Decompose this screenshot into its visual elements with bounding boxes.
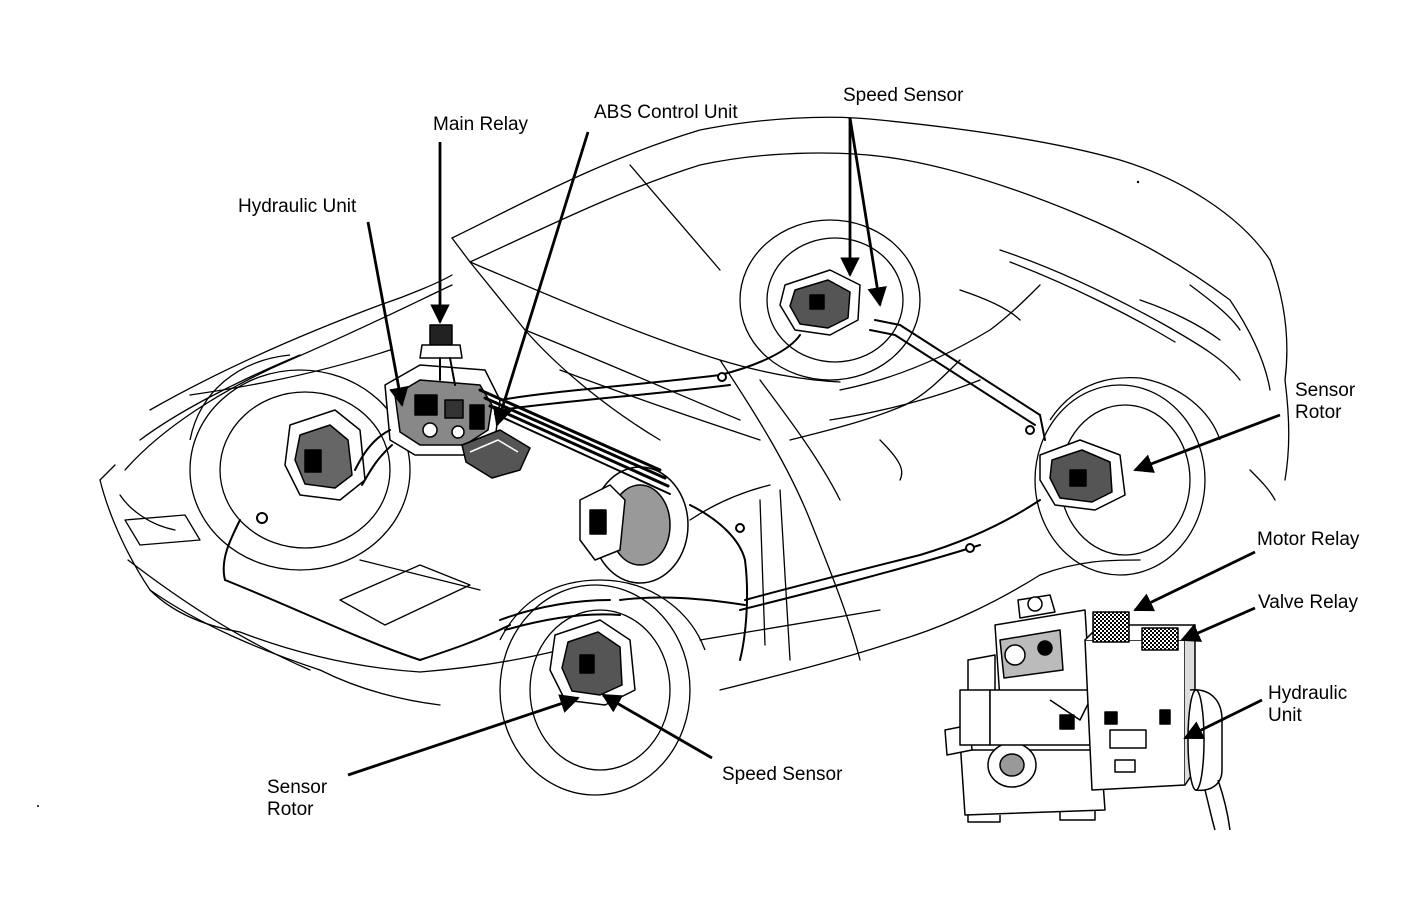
label-hydraulic-unit-inset-line1: Hydraulic bbox=[1268, 683, 1348, 704]
label-hydraulic-unit: Hydraulic Unit bbox=[238, 196, 356, 218]
hydraulic-unit-in-car bbox=[384, 364, 501, 456]
front-left-caliper bbox=[284, 409, 366, 501]
callout-arrows bbox=[347, 117, 1281, 777]
motor-relay-inset bbox=[1092, 611, 1130, 643]
label-main-relay: Main Relay bbox=[433, 114, 528, 136]
label-speed-sensor-front: Speed Sensor bbox=[722, 764, 842, 786]
front-right-brake bbox=[549, 619, 636, 706]
front-right-wheel bbox=[499, 579, 706, 796]
abs-control-unit bbox=[461, 429, 531, 479]
rear-right-brake bbox=[1039, 439, 1126, 511]
label-valve-relay-text: Valve Relay bbox=[1258, 592, 1358, 613]
brake-booster bbox=[579, 466, 689, 584]
label-sensor-rotor-right-line1: Sensor bbox=[1295, 380, 1356, 401]
rear-left-brake bbox=[779, 269, 861, 336]
label-speed-sensor-rear: Speed Sensor bbox=[843, 85, 963, 107]
label-sensor-rotor-right: Sensor Rotor bbox=[1295, 380, 1355, 424]
label-sensor-rotor-left-line2: Rotor bbox=[267, 799, 314, 820]
brake-lines bbox=[222, 319, 1046, 661]
label-motor-relay-text: Motor Relay bbox=[1257, 529, 1360, 550]
label-hydraulic-unit-text: Hydraulic Unit bbox=[238, 196, 357, 217]
label-speed-sensor-front-text: Speed Sensor bbox=[722, 764, 843, 785]
arrow-abs-control-unit bbox=[492, 131, 590, 427]
label-sensor-rotor-right-line2: Rotor bbox=[1295, 402, 1342, 423]
label-abs-control-unit: ABS Control Unit bbox=[594, 102, 738, 124]
label-abs-control-unit-text: ABS Control Unit bbox=[594, 102, 738, 123]
arrow-sensor-rotor-right bbox=[1133, 413, 1281, 473]
front-left-wheel bbox=[189, 354, 411, 571]
arrow-hydraulic-unit bbox=[366, 221, 409, 407]
label-motor-relay: Motor Relay bbox=[1257, 529, 1359, 551]
wheels bbox=[189, 219, 1221, 796]
abs-components bbox=[284, 269, 1126, 706]
arrow-valve-relay bbox=[1180, 606, 1256, 642]
label-hydraulic-unit-inset-line2: Unit bbox=[1268, 705, 1302, 726]
valve-relay-inset bbox=[1141, 627, 1179, 651]
label-speed-sensor-rear-text: Speed Sensor bbox=[843, 85, 964, 106]
arrow-motor-relay bbox=[1133, 550, 1256, 612]
label-hydraulic-unit-inset: Hydraulic Unit bbox=[1268, 683, 1347, 727]
main-relay bbox=[419, 324, 463, 359]
inset-callout-arrows bbox=[1133, 550, 1263, 740]
label-sensor-rotor-left: Sensor Rotor bbox=[267, 777, 327, 821]
arrow-sensor-rotor-left bbox=[347, 694, 580, 777]
label-valve-relay: Valve Relay bbox=[1258, 592, 1358, 614]
hydraulic-unit-inset bbox=[944, 594, 1231, 831]
label-sensor-rotor-left-line1: Sensor bbox=[267, 777, 328, 798]
arrow-speed-sensor-rear-2 bbox=[848, 117, 887, 307]
arrow-hydraulic-unit-inset bbox=[1183, 698, 1263, 740]
rear-left-wheel bbox=[739, 219, 921, 381]
label-main-relay-text: Main Relay bbox=[433, 114, 529, 135]
arrow-speed-sensor-front bbox=[601, 693, 713, 760]
car-body-outline bbox=[99, 116, 1290, 706]
